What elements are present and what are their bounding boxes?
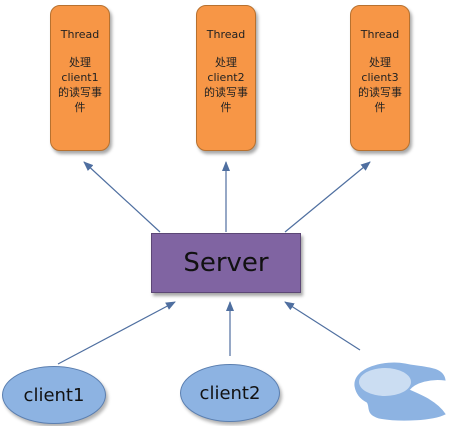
server-label: Server: [183, 248, 269, 278]
client-2-node: client2: [180, 364, 280, 422]
thread-box-2: Thread 处理client2的读写事件: [196, 5, 256, 151]
thread-1-description: 处理client1的读写事件: [58, 56, 102, 114]
client-2-label: client2: [199, 382, 261, 404]
server-box: Server: [151, 233, 301, 293]
arrow-client-3-to-server: [284, 301, 361, 351]
client-3-shape-highlight: [359, 368, 411, 396]
thread-2-title: Thread: [206, 28, 246, 41]
client-1-node: client1: [2, 366, 106, 424]
arrow-server-to-thread-1: [83, 161, 161, 233]
thread-1-title: Thread: [60, 28, 100, 41]
client-3-node: [354, 362, 446, 421]
arrow-client-1-to-server: [57, 301, 176, 365]
arrow-server-to-thread-3: [284, 161, 371, 233]
thread-3-description: 处理client3的读写事件: [358, 56, 402, 114]
client-1-label: client1: [23, 384, 85, 406]
thread-box-1: Thread 处理client1的读写事件: [50, 5, 110, 151]
thread-box-3: Thread 处理client3的读写事件: [350, 5, 410, 151]
thread-2-description: 处理client2的读写事件: [204, 56, 248, 114]
thread-3-title: Thread: [360, 28, 400, 41]
